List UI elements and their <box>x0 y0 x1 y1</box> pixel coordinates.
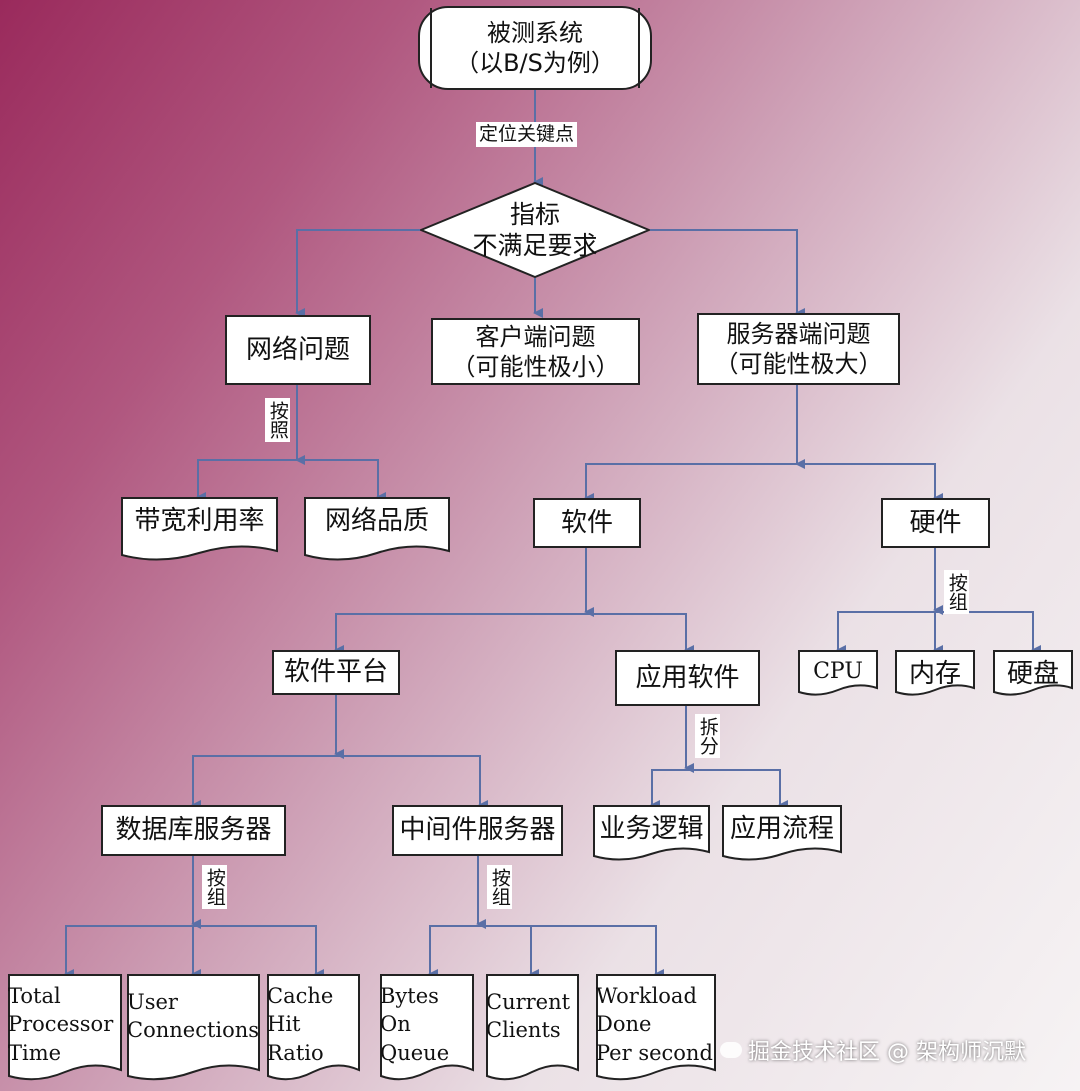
cache-hit-ratio-line1: Cache <box>267 984 334 1008</box>
chat-bubble-icon <box>720 1042 742 1058</box>
bytes-on-queue-doc: Bytes On Queue <box>380 974 474 1086</box>
document-shape <box>380 974 474 1081</box>
total-processor-time-line3: Time <box>8 1040 62 1065</box>
workload-done-doc: Workload Done Per second <box>596 974 716 1086</box>
document-shape <box>722 805 842 861</box>
metric-decision-node: 指标 不满足要求 <box>420 182 650 278</box>
workload-done-line1: Workload <box>596 984 697 1008</box>
workload-done-line3: Per second <box>596 1040 713 1065</box>
document-shape <box>993 650 1073 696</box>
locate-key-point-label: 定位关键点 <box>476 122 578 147</box>
application-flow-doc: 应用流程 <box>722 805 842 863</box>
network-problem-node: 网络问题 <box>225 315 371 385</box>
system-title: 被测系统 <box>487 19 583 47</box>
document-shape <box>8 974 122 1081</box>
software-platform-label: 软件平台 <box>283 657 388 688</box>
total-processor-time-line2: Processor <box>8 1012 114 1037</box>
middleware-server-node: 中间件服务器 <box>392 805 563 856</box>
decision-line1: 指标 <box>509 199 560 229</box>
memory-doc: 内存 <box>895 650 975 698</box>
system-under-test-node: 被测系统 （以B/S为例） <box>418 6 652 90</box>
cache-hit-ratio-doc: Cache Hit Ratio <box>267 974 360 1086</box>
database-server-label: 数据库服务器 <box>115 815 272 846</box>
disk-doc: 硬盘 <box>993 650 1073 698</box>
network-quality-label: 网络品质 <box>324 506 429 536</box>
watermark: 掘金技术社区 @ 架构师沉默 <box>720 1034 1026 1066</box>
document-shape <box>121 497 278 561</box>
hardware-split-label: 按组 <box>944 570 969 614</box>
decision-diamond-shape <box>420 182 650 278</box>
bytes-on-queue-line3: Queue <box>380 1040 450 1065</box>
application-software-node: 应用软件 <box>615 650 760 706</box>
current-clients-line2: Clients <box>486 1018 561 1043</box>
current-clients-doc: Current Clients <box>486 974 579 1086</box>
system-subtitle: （以B/S为例） <box>455 49 615 77</box>
db-split-label: 按组 <box>202 865 227 909</box>
server-problem-line1: 服务器端问题 <box>726 320 871 348</box>
document-shape <box>304 497 450 561</box>
server-problem-node: 服务器端问题 （可能性极大） <box>697 313 900 385</box>
cpu-doc: CPU <box>798 650 878 698</box>
server-problem-line2: （可能性极大） <box>714 350 883 378</box>
cache-hit-ratio-line3: Ratio <box>267 1040 324 1065</box>
watermark-text: 掘金技术社区 @ 架构师沉默 <box>748 1040 1026 1065</box>
hardware-label: 硬件 <box>909 507 962 538</box>
document-shape <box>267 974 360 1081</box>
document-shape <box>486 974 579 1081</box>
cache-hit-ratio-line2: Hit <box>267 1012 301 1037</box>
software-label: 软件 <box>560 507 613 538</box>
network-problem-label: 网络问题 <box>245 334 350 365</box>
user-connections-line2: Connections <box>127 1018 260 1043</box>
cpu-label: CPU <box>813 659 863 684</box>
software-platform-node: 软件平台 <box>272 650 400 695</box>
bytes-on-queue-line1: Bytes <box>380 984 439 1008</box>
hardware-node: 硬件 <box>881 498 990 548</box>
document-shape <box>798 650 878 696</box>
database-server-node: 数据库服务器 <box>101 805 286 856</box>
client-problem-line1: 客户端问题 <box>475 322 596 351</box>
total-processor-time-line1: Total <box>8 984 61 1008</box>
client-problem-line2: （可能性极小） <box>451 352 620 381</box>
document-shape <box>895 650 975 696</box>
memory-label: 内存 <box>908 659 961 689</box>
app-split-label: 拆分 <box>695 714 720 758</box>
business-logic-doc: 业务逻辑 <box>593 805 710 863</box>
decision-line2: 不满足要求 <box>472 231 598 260</box>
disk-label: 硬盘 <box>1006 659 1059 689</box>
user-connections-line1: User <box>127 990 178 1014</box>
total-processor-time-doc: Total Processor Time <box>8 974 122 1086</box>
network-split-label: 按照 <box>265 398 290 442</box>
document-shape <box>593 805 710 861</box>
business-logic-label: 业务逻辑 <box>599 814 704 844</box>
application-software-label: 应用软件 <box>635 662 740 693</box>
bandwidth-utilization-doc: 带宽利用率 <box>121 497 278 563</box>
middleware-server-label: 中间件服务器 <box>399 815 556 846</box>
client-problem-node: 客户端问题 （可能性极小） <box>431 318 640 385</box>
bandwidth-label: 带宽利用率 <box>134 506 265 536</box>
network-quality-doc: 网络品质 <box>304 497 450 563</box>
application-flow-label: 应用流程 <box>729 814 834 844</box>
bytes-on-queue-line2: On <box>380 1012 411 1037</box>
document-shape <box>596 974 716 1081</box>
middleware-split-label: 按组 <box>487 865 512 909</box>
software-node: 软件 <box>533 498 641 548</box>
user-connections-doc: User Connections <box>127 974 260 1086</box>
workload-done-line2: Done <box>596 1012 652 1037</box>
document-shape <box>127 974 260 1081</box>
current-clients-line1: Current <box>486 990 571 1014</box>
